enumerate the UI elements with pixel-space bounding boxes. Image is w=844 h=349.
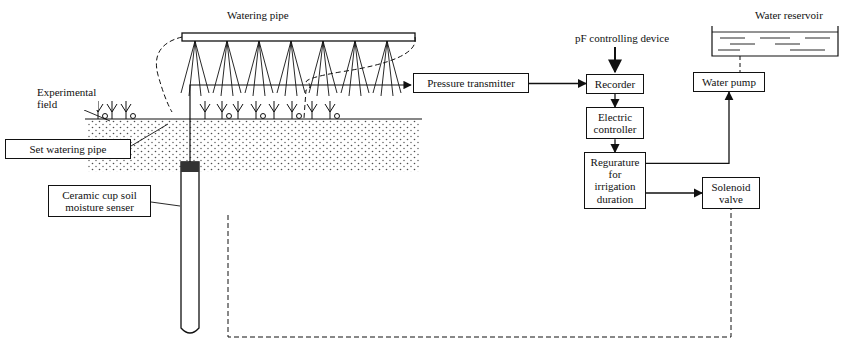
node-text: Set watering pipe <box>9 143 127 155</box>
label-box: Set watering pipe <box>5 139 131 159</box>
process-box: Electric controller <box>586 107 644 139</box>
device-box: Solenoid valve <box>702 177 760 209</box>
water-line <box>228 205 731 337</box>
node-text: Ceramic cup soil moisture senser <box>52 189 147 213</box>
water-reservoir <box>712 26 838 56</box>
connector-arrow <box>614 139 615 152</box>
node-text: Solenoid valve <box>706 181 756 205</box>
connector-arrow <box>646 192 702 193</box>
plants <box>93 101 340 119</box>
text-label: Water reservoir <box>754 9 824 21</box>
leader-line <box>131 124 168 146</box>
process-box: Recorder <box>586 74 644 94</box>
node-text: Pressure transmitter <box>417 77 525 89</box>
process-box: Pressure transmitter <box>413 73 529 93</box>
text-label: Watering pipe <box>226 9 290 21</box>
text-label: Experimental field <box>36 86 98 110</box>
sensor-cap <box>181 162 199 172</box>
water-line <box>304 37 415 118</box>
text-label: pF controlling device <box>574 32 670 44</box>
connector-arrow <box>646 92 729 163</box>
connector-arrow <box>529 83 586 84</box>
water-line <box>740 56 741 72</box>
water-line <box>156 37 182 112</box>
node-text: Regurature for irrigation duration <box>588 156 642 204</box>
node-text: Electric controller <box>590 111 640 135</box>
ground-line <box>85 118 422 119</box>
device-box: Water pump <box>693 72 765 92</box>
node-text: Recorder <box>590 78 640 90</box>
water-surface <box>712 32 838 50</box>
leader-line <box>84 110 110 121</box>
pressure-line <box>190 85 411 162</box>
process-box: Regurature for irrigation duration <box>584 152 646 208</box>
node-text: Water pump <box>697 76 761 88</box>
label-box: Ceramic cup soil moisture senser <box>48 185 151 217</box>
connector-arrow <box>614 94 615 107</box>
spray-lines <box>181 41 401 96</box>
input-arrow <box>614 47 616 72</box>
watering-pipe <box>182 33 415 41</box>
leader-line <box>151 202 180 206</box>
soil <box>88 120 420 172</box>
sensor-tube <box>181 162 199 333</box>
